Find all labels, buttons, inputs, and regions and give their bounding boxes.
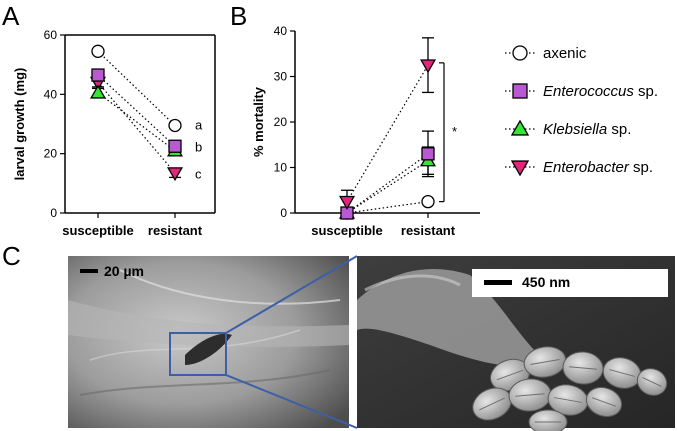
sem-bacterium-septum xyxy=(609,369,635,377)
legend-marker-2 xyxy=(510,119,530,136)
legend-label-genus: Enterococcus xyxy=(543,83,634,100)
panel-b-line-axenic xyxy=(346,201,429,214)
panel-a-point-klebsiella-sp xyxy=(89,84,107,99)
panel-b-chart: 0 10 20 30 40 * susceptible resistant % mort… xyxy=(251,24,480,238)
panel-b-line-enterobacter-sp xyxy=(346,64,429,202)
legend-label-1: Enterococcus sp. xyxy=(543,83,658,100)
panel-a-line-axenic xyxy=(97,50,176,126)
panel-a-point-axenic xyxy=(91,44,105,58)
panel-letter-b: B xyxy=(230,1,247,31)
sem-zoom-line-bottom xyxy=(225,374,358,429)
legend-label-3: Enterobacter sp. xyxy=(543,159,653,176)
legend-marker-3 xyxy=(510,160,530,177)
panel-b-y-tick-label: 30 xyxy=(274,70,288,84)
panel-a-y-label: larval growth (mg) xyxy=(12,68,27,181)
panel-b-line-enterococcus-sp xyxy=(346,153,429,214)
sem-bacterium xyxy=(528,409,568,431)
panel-a-y-tick-label: 20 xyxy=(44,147,58,161)
panel-a-point-enterobacter-sp xyxy=(166,167,184,182)
legend-label-0: axenic xyxy=(543,45,587,62)
legend-label-genus: Klebsiella xyxy=(543,121,607,138)
legend-marker-1 xyxy=(512,83,528,99)
panel-a-point-enterococcus-sp xyxy=(168,139,182,153)
panel-a-y-tick-label: 60 xyxy=(44,28,58,42)
panel-b-y-tick-label: 20 xyxy=(274,115,288,129)
panel-a-group-label-c: c xyxy=(195,166,202,181)
sem-left-scale-bar xyxy=(80,269,98,273)
sem-bacterium-septum xyxy=(496,369,524,381)
legend-label-plain: axenic xyxy=(543,45,587,62)
sem-bacteria-cluster xyxy=(472,346,668,431)
legend-label-2: Klebsiella sp. xyxy=(543,121,631,138)
legend-label-suffix: sp. xyxy=(634,83,658,100)
sem-right-scale-label: 450 nm xyxy=(522,274,570,290)
panel-b-point-axenic xyxy=(421,194,435,209)
sem-zoom-line-top xyxy=(225,255,358,334)
panel-b-point-enterobacter-sp xyxy=(338,195,356,210)
sem-right-image: 450 nm xyxy=(357,256,675,431)
panel-letter-c: C xyxy=(2,241,21,271)
panel-a-x-tick-resistant: resistant xyxy=(148,223,203,238)
sem-left-scale-label: 20 µm xyxy=(104,263,144,279)
panel-b-y-tick-label: 0 xyxy=(280,206,287,220)
sem-right-scale-bar xyxy=(484,280,512,285)
panel-b-significance-star: * xyxy=(452,124,457,139)
panel-a-line-klebsiella-sp xyxy=(97,92,176,152)
sem-zoom-box xyxy=(169,332,227,376)
sem-bacterium-septum xyxy=(569,366,597,370)
sem-bacterium-septum xyxy=(530,358,560,366)
sem-bacterium-septum xyxy=(642,377,662,387)
legend-label-genus: Enterobacter xyxy=(543,159,630,176)
panel-a-point-enterococcus-sp xyxy=(91,68,105,82)
legend-label-suffix: sp. xyxy=(607,121,631,138)
sem-bacterium-septum xyxy=(554,397,582,403)
panel-a-chart: 0 20 40 60 abc susceptible resistant larval… xyxy=(12,28,216,238)
legend-label-suffix: sp. xyxy=(629,159,653,176)
panel-a-line-enterococcus-sp xyxy=(97,74,176,147)
panel-a-group-label-a: a xyxy=(195,117,203,132)
panel-b-x-tick-susceptible: susceptible xyxy=(311,223,383,238)
panel-a-group-label-b: b xyxy=(195,140,202,155)
panel-a-line-enterobacter-sp xyxy=(97,82,176,174)
panel-a-point-axenic xyxy=(168,118,182,133)
sem-left-image: 20 µm xyxy=(68,256,349,428)
legend-marker-0 xyxy=(512,45,528,61)
panel-b-y-tick-label: 40 xyxy=(274,24,288,38)
panel-b-point-enterobacter-sp xyxy=(419,59,437,74)
panel-a-y-tick-label: 40 xyxy=(44,87,58,101)
sem-bacterium-septum xyxy=(479,397,505,411)
panel-a-x-tick-susceptible: susceptible xyxy=(62,223,134,238)
sem-bacterium-septum xyxy=(591,397,617,407)
panel-b-point-enterococcus-sp xyxy=(421,147,435,161)
panel-b-y-tick-label: 10 xyxy=(274,161,288,175)
panel-b-line-klebsiella-sp xyxy=(346,160,429,214)
sem-bacterium-septum xyxy=(515,393,545,397)
panel-a-y-tick-label: 0 xyxy=(50,206,57,220)
panel-b-y-label: % mortality xyxy=(251,86,266,157)
panel-b-x-tick-resistant: resistant xyxy=(401,223,456,238)
panel-letter-a: A xyxy=(2,1,20,31)
